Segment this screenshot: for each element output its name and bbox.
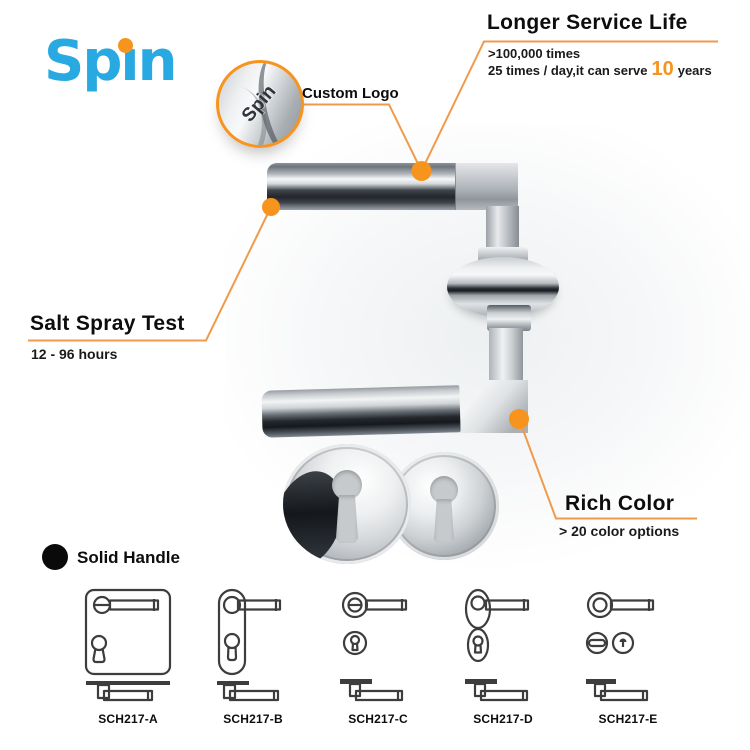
bottom-lever-tube xyxy=(261,385,461,438)
logo-text-n: n xyxy=(137,29,178,94)
keyhole-left-stem xyxy=(336,495,358,543)
variant-label: SCH217-A xyxy=(98,712,158,726)
variant-sch217-c: SCH217-C xyxy=(328,586,428,726)
logo-orange-dot-icon xyxy=(118,38,133,53)
long-plate-lever-drawing-icon xyxy=(217,588,282,702)
solid-handle-dot-icon xyxy=(42,544,68,570)
service-life-line2: 25 times / day,it can serve 10 years xyxy=(488,58,712,81)
wc-turn-rose-lever-drawing-icon xyxy=(585,591,655,702)
top-lever-tube xyxy=(267,163,457,210)
variant-label: SCH217-B xyxy=(223,712,283,726)
variant-sch217-d: SCH217-D xyxy=(453,586,553,726)
variant-label: SCH217-C xyxy=(348,712,408,726)
variant-label: SCH217-D xyxy=(473,712,533,726)
service-life-line2-suffix: years xyxy=(677,63,712,78)
variant-label: SCH217-E xyxy=(598,712,658,726)
logo-text-sp: Sp xyxy=(44,29,122,94)
keyhole-right-stem xyxy=(434,499,454,543)
escutcheon-left xyxy=(283,444,411,564)
variant-sch217-b: SCH217-B xyxy=(203,586,303,726)
salt-spray-subtitle: 12 - 96 hours xyxy=(31,346,118,362)
salt-spray-title: Salt Spray Test xyxy=(30,312,185,335)
custom-logo-label: Custom Logo xyxy=(302,85,399,102)
variant-sch217-e: SCH217-E xyxy=(578,586,678,726)
service-life-line2-highlight: 10 xyxy=(651,58,674,80)
bottom-lever-neck-vertical xyxy=(489,328,523,386)
square-plate-lever-drawing-icon xyxy=(84,588,172,702)
magnifier-circle: Spin xyxy=(216,60,304,148)
top-lever-neck-horizontal xyxy=(455,163,518,210)
rich-color-title: Rich Color xyxy=(565,492,675,515)
solid-handle-label: Solid Handle xyxy=(77,548,180,567)
round-rose-lever-drawing-icon xyxy=(340,591,408,702)
rich-color-subtitle: > 20 color options xyxy=(559,523,680,539)
service-life-line2-prefix: 25 times / day,it can serve xyxy=(488,63,648,78)
brand-logo: Spın xyxy=(44,34,177,90)
oval-rose-lever-drawing-icon xyxy=(464,588,530,702)
variant-sch217-a: SCH217-A xyxy=(78,586,178,726)
service-life-title: Longer Service Life xyxy=(487,11,688,34)
rose-lower-collar xyxy=(487,305,531,331)
